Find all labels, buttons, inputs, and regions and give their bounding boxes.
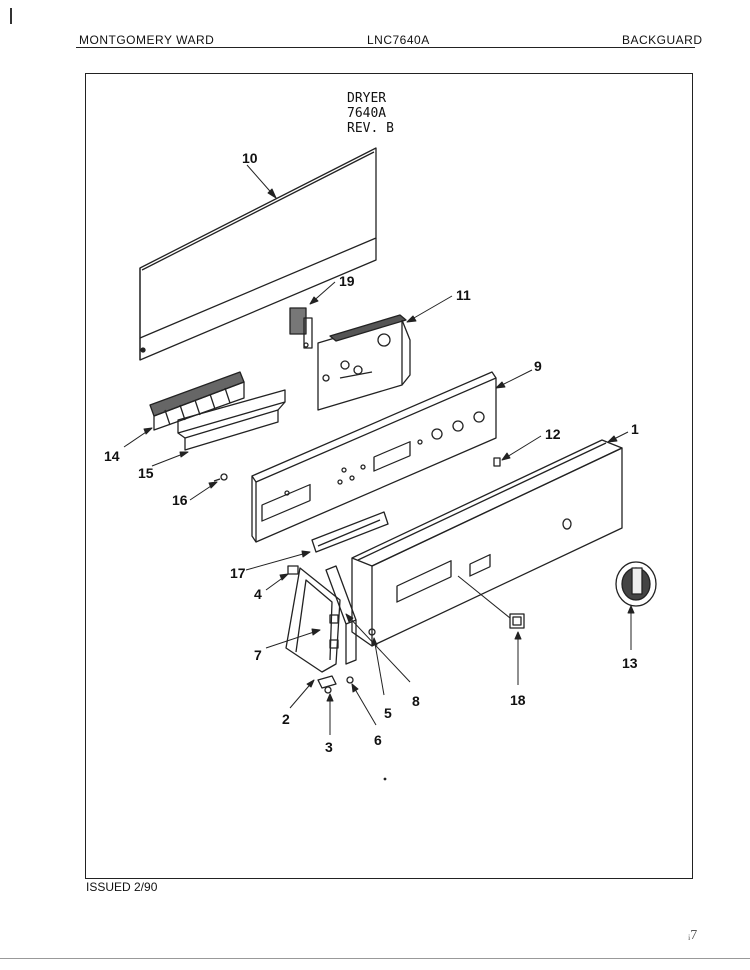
callout-17: 17 (230, 565, 246, 581)
part-16-screw (213, 473, 228, 482)
callout-1: 1 (631, 421, 639, 437)
part-17-trim (311, 511, 389, 553)
part-11-timer (317, 314, 411, 411)
callout-6: 6 (374, 732, 382, 748)
callout-18: 18 (510, 692, 526, 708)
title-line-3: REV. B (347, 121, 394, 136)
callout-11: 11 (456, 287, 471, 303)
part-9-control-panel (251, 371, 497, 543)
model-number: LNC7640A (367, 33, 430, 47)
section-title: BACKGUARD (622, 33, 703, 47)
diagram-frame (85, 73, 693, 879)
part-18-insert (509, 613, 525, 629)
callout-4: 4 (254, 586, 262, 602)
title-line-1: DRYER (347, 91, 387, 106)
page-mark: ᵢ7 (688, 928, 698, 943)
callout-12: 12 (545, 426, 561, 442)
stray-dot (383, 777, 387, 781)
part-8-post (325, 565, 376, 684)
title-line-2: 7640A (347, 106, 387, 121)
callout-15: 15 (138, 465, 154, 481)
scan-edge-mark (10, 8, 12, 24)
part-4-cap (287, 565, 299, 575)
part-1-front-backguard (351, 439, 623, 647)
bottom-rule (0, 958, 750, 959)
callout-7: 7 (254, 647, 262, 663)
part-14-switch-bank (149, 371, 245, 431)
callout-5: 5 (384, 705, 392, 721)
issued-date: ISSUED 2/90 (86, 880, 158, 894)
leader-lines (123, 164, 635, 735)
callout-3: 3 (325, 739, 333, 755)
callout-16: 16 (172, 492, 188, 508)
part-10-rear-panel (139, 147, 377, 361)
callout-8: 8 (412, 693, 420, 709)
part-13-knob (615, 561, 657, 607)
diagram-title: DRYER 7640A REV. B (347, 91, 394, 136)
part-12-clip (493, 457, 501, 467)
part-19-switch (289, 307, 313, 349)
callout-10: 10 (242, 150, 258, 166)
callout-9: 9 (534, 358, 542, 374)
header-rule (76, 47, 695, 48)
part-15-bracket (177, 389, 286, 451)
callout-19: 19 (339, 273, 355, 289)
callout-13: 13 (622, 655, 638, 671)
callout-14: 14 (104, 448, 120, 464)
brand-label: MONTGOMERY WARD (79, 33, 215, 47)
part-7-end-cap (285, 567, 341, 673)
part-2-clip (317, 675, 337, 694)
callout-2: 2 (282, 711, 290, 727)
